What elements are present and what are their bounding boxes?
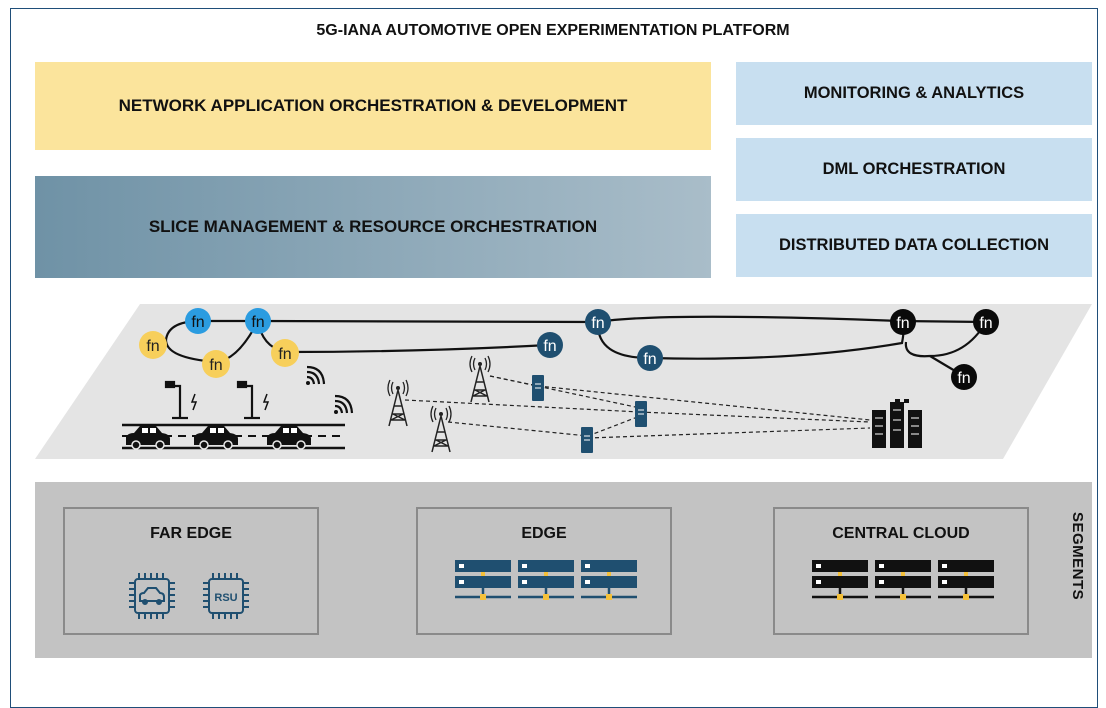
fn-node-yellow: fn: [202, 350, 230, 378]
central-cloud-segment: CENTRAL CLOUD: [773, 507, 1029, 635]
fn-nodes: fn fn fn fn fn fn fn fn fn fn fn: [139, 308, 999, 390]
infrastructure-plane: [35, 304, 1092, 459]
fn-node-yellow: fn: [271, 339, 299, 367]
slice-management-label: SLICE MANAGEMENT & RESOURCE ORCHESTRATIO…: [148, 217, 598, 236]
edge-server-icon: [531, 374, 545, 402]
cloud-server-rack-icon: [936, 558, 996, 602]
svg-text:fn: fn: [278, 346, 291, 363]
svg-text:fn: fn: [957, 370, 970, 387]
edge-server-icon: [634, 400, 648, 428]
edge-server-rack-icon: [579, 558, 639, 602]
street-lamp-icon: [236, 380, 270, 420]
monitoring-analytics-label: MONITORING & ANALYTICS: [803, 84, 1025, 102]
far-edge-label: FAR EDGE: [150, 525, 232, 542]
network-app-orchestration-box: NETWORK APPLICATION ORCHESTRATION & DEVE…: [35, 62, 711, 150]
edge-segment: EDGE: [416, 507, 672, 635]
fn-node-bright-blue: fn: [245, 308, 271, 334]
monitoring-analytics-box: MONITORING & ANALYTICS: [736, 62, 1092, 125]
cloud-server-rack-icon: [873, 558, 933, 602]
dml-orchestration-box: DML ORCHESTRATION: [736, 138, 1092, 201]
fn-node-black: fn: [973, 309, 999, 335]
rsu-chip-icon: [203, 573, 249, 619]
network-app-orchestration-label: NETWORK APPLICATION ORCHESTRATION & DEVE…: [118, 96, 628, 115]
svg-text:fn: fn: [591, 315, 604, 332]
street-lamp-icon: [164, 380, 198, 420]
dashed-links: [404, 375, 871, 439]
svg-text:fn: fn: [251, 314, 264, 331]
rsu-label: RSU: [214, 592, 237, 604]
edge-label: EDGE: [521, 525, 567, 542]
fn-node-black: fn: [890, 309, 916, 335]
vehicle-chip-icon: [129, 573, 175, 619]
central-cloud-label: CENTRAL CLOUD: [832, 525, 970, 542]
dml-orchestration-label: DML ORCHESTRATION: [822, 160, 1006, 178]
slice-management-box: SLICE MANAGEMENT & RESOURCE ORCHESTRATIO…: [35, 176, 711, 278]
far-edge-segment: FAR EDGE RSU: [63, 507, 319, 635]
fn-node-yellow: fn: [139, 331, 167, 359]
svg-text:fn: fn: [543, 338, 556, 355]
distributed-data-collection-label: DISTRIBUTED DATA COLLECTION: [778, 236, 1050, 254]
fn-node-black: fn: [951, 364, 977, 390]
platform-title: 5G-IANA AUTOMOTIVE OPEN EXPERIMENTATION …: [316, 22, 790, 39]
infrastructure-diagram: fn fn fn fn fn fn fn fn fn fn fn: [35, 304, 1092, 459]
svg-text:fn: fn: [643, 351, 656, 368]
fn-node-bright-blue: fn: [185, 308, 211, 334]
fn-node-dark-blue: fn: [537, 332, 563, 358]
svg-text:fn: fn: [191, 314, 204, 331]
svg-text:fn: fn: [146, 338, 159, 355]
svg-text:fn: fn: [979, 315, 992, 332]
edge-server-icon: [580, 426, 594, 454]
fn-node-dark-blue: fn: [585, 309, 611, 335]
svg-text:fn: fn: [209, 357, 222, 374]
fn-node-dark-blue: fn: [637, 345, 663, 371]
edge-server-rack-icon: [453, 558, 513, 602]
svg-text:fn: fn: [896, 315, 909, 332]
cloud-server-rack-icon: [810, 558, 870, 602]
edge-server-rack-icon: [516, 558, 576, 602]
distributed-data-collection-box: DISTRIBUTED DATA COLLECTION: [736, 214, 1092, 277]
segments-label: SEGMENTS: [1069, 512, 1086, 601]
cloud-datacenter-icon: [872, 399, 922, 448]
